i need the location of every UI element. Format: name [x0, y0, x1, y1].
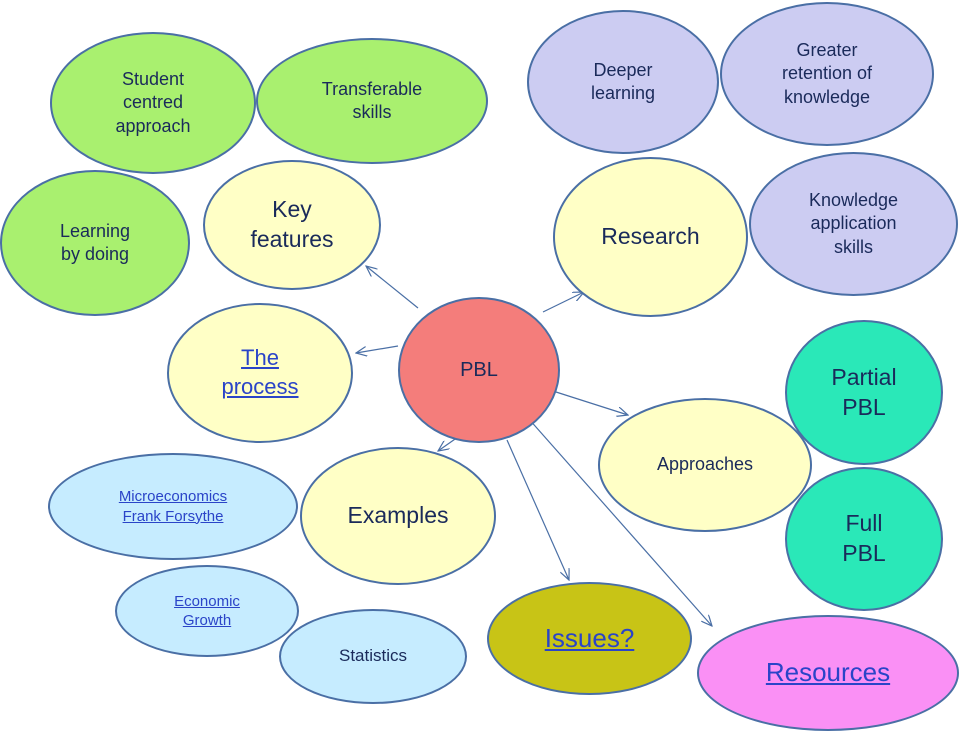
node-examples: Examples	[300, 447, 496, 585]
node-student-centred-approach-label: Student centred approach	[115, 68, 191, 136]
arrow-to-key-features	[366, 266, 419, 309]
node-transferable-skills: Transferable skills	[256, 38, 488, 164]
node-key-features-label: Key features	[250, 196, 334, 252]
node-issues-link[interactable]: Issues?	[544, 622, 635, 653]
node-transferable-skills-label: Transferable skills	[321, 78, 423, 122]
node-the-process-link[interactable]: The process	[221, 345, 299, 399]
node-statistics-label: Statistics	[338, 646, 408, 666]
node-knowledge-application-skills: Knowledge application skills	[749, 152, 958, 296]
node-student-centred-approach: Student centred approach	[50, 32, 256, 174]
node-approaches: Approaches	[598, 398, 812, 532]
node-pbl-center-label: PBL	[460, 359, 498, 381]
node-microeconomics[interactable]: Microeconomics Frank Forsythe	[48, 453, 298, 560]
arrow-to-research	[542, 292, 584, 313]
node-economic-growth-link[interactable]: Economic Growth	[174, 592, 240, 630]
node-microeconomics-link[interactable]: Microeconomics Frank Forsythe	[118, 488, 228, 525]
node-full-pbl-label: Full PBL	[842, 510, 886, 566]
node-resources-link[interactable]: Resources	[765, 657, 891, 688]
node-research-label: Research	[601, 223, 700, 250]
node-knowledge-application-skills-label: Knowledge application skills	[808, 189, 899, 257]
node-the-process[interactable]: The process	[167, 303, 353, 443]
node-deeper-learning: Deeper learning	[527, 10, 719, 154]
node-learning-by-doing: Learning by doing	[0, 170, 190, 316]
node-economic-growth[interactable]: Economic Growth	[115, 565, 299, 657]
arrow-to-the-process	[356, 345, 399, 353]
node-examples-label: Examples	[347, 502, 449, 529]
node-deeper-learning-label: Deeper learning	[590, 59, 656, 103]
node-approaches-label: Approaches	[656, 454, 754, 475]
arrow-to-approaches	[555, 391, 628, 415]
node-partial-pbl-label: Partial PBL	[831, 363, 897, 420]
node-greater-retention-label: Greater retention of knowledge	[781, 39, 873, 107]
node-issues[interactable]: Issues?	[487, 582, 692, 695]
node-learning-by-doing-label: Learning by doing	[59, 220, 131, 264]
node-research: Research	[553, 157, 748, 317]
node-resources[interactable]: Resources	[697, 615, 959, 731]
node-statistics: Statistics	[279, 609, 467, 704]
node-pbl-center: PBL	[398, 297, 560, 443]
node-partial-pbl: Partial PBL	[785, 320, 943, 465]
arrow-to-resources	[527, 417, 712, 626]
node-greater-retention: Greater retention of knowledge	[720, 2, 934, 146]
node-key-features: Key features	[203, 160, 381, 290]
node-full-pbl: Full PBL	[785, 467, 943, 611]
arrow-to-issues	[506, 439, 569, 580]
